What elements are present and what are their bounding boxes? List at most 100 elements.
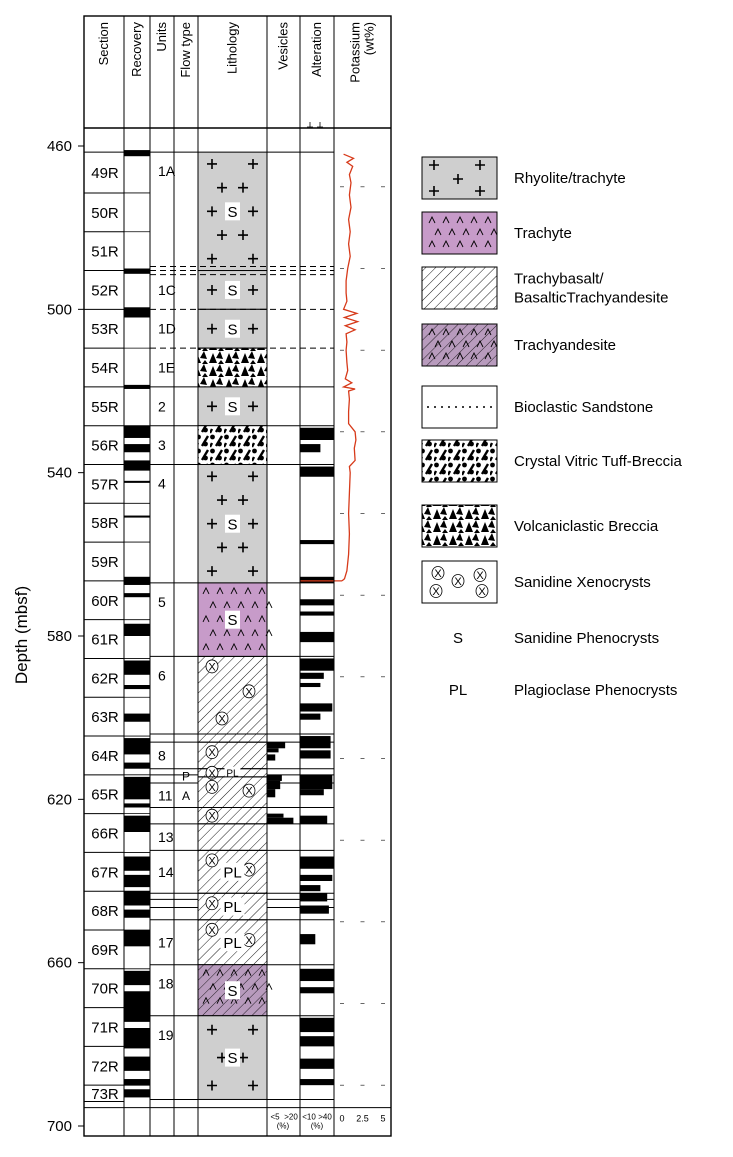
phenocryst-marker-box [225,319,240,338]
legend-caret-mark [476,339,484,348]
section-label: 50R [91,205,119,222]
trachyte-caret-mark [251,982,259,990]
vesicle-bar [267,774,282,781]
trachyte-caret-mark [202,996,210,1004]
recovery-column [124,150,150,1098]
column-header-flow: Flow type [178,22,193,78]
rhyolite-cross-mark [207,518,217,529]
alteration-bar [300,736,331,749]
legend-dot-mark [469,406,471,408]
xenocryst-mark: X [242,684,256,698]
legend-xenocryst-mark: X [431,566,445,580]
recovery-bar [124,425,150,438]
alteration-bar [300,631,334,643]
vesicles-scale-unit: (%) [277,1122,290,1131]
section-label: 61R [91,632,119,649]
vesicles-scale-max: >20 [284,1113,298,1122]
svg-text:X: X [454,576,462,588]
unit-label: 17 [158,934,174,950]
unit-label: 1E [158,360,175,376]
log-frame [83,15,392,1137]
alteration-bar [300,750,331,759]
potassium-curve [341,153,360,582]
alteration-bar [300,1036,334,1047]
lithology-fill [197,425,268,466]
trachyte-caret-mark [237,600,245,609]
legend-caret-mark [470,239,478,248]
legend-caret-mark [462,227,470,236]
recovery-bar [124,480,150,483]
phenocryst-marker: PL [223,935,241,952]
vesicle-bar [267,748,279,753]
rhyolite-cross-mark [248,518,258,529]
phenocryst-marker: S [227,516,237,533]
lithology-interval-trachyte: S [197,582,273,657]
legend-dot-mark [448,406,450,408]
svg-text:X: X [208,925,216,937]
potassium-scale-tick: 2.5 [356,1114,369,1124]
unit-label: 5 [158,594,166,610]
alteration-scale-max: >40 [318,1113,332,1122]
alteration-bar [300,599,334,606]
trachyte-caret-mark [251,628,259,637]
svg-text:X: X [434,568,442,580]
legend-cross-mark [429,186,439,196]
depth-tick-label: 700 [47,1118,72,1135]
recovery-bar [124,384,150,389]
section-label: 67R [91,864,119,881]
trachyte-caret-mark [223,628,231,637]
svg-text:X: X [478,586,486,598]
rhyolite-cross-mark [248,253,258,264]
legend-dot-mark [427,406,429,408]
alteration-bar [300,1058,334,1069]
trachyte-caret-mark [209,600,217,609]
recovery-bar [124,856,150,871]
legend-xenocryst-mark: X [473,568,487,582]
section-label: 51R [91,244,119,261]
legend-swatch-box [421,266,498,310]
alteration-scale-unit: (%) [311,1122,324,1131]
unit-label: 18 [158,976,174,992]
legend-swatch-box [421,385,498,429]
rhyolite-cross-mark [217,182,227,193]
recovery-bar [124,150,150,157]
legend-caret-mark [428,215,436,224]
unit-label: 13 [158,829,174,845]
legend-dot-mark [490,406,492,408]
legend-caret-mark [456,351,464,360]
alteration-bar [300,540,334,545]
phenocryst-marker-box [220,897,245,916]
column-header-potassium: Potassium(wt%) [348,22,377,83]
rhyolite-cross-mark [207,284,217,295]
vesicles-scale-min: <5 [270,1113,280,1122]
unit-label: 1A [158,163,176,179]
legend-cross-mark [475,160,485,170]
legend-item-rhyolite: Rhyolite/trachyte [421,156,626,200]
trachyte-caret-mark [202,586,210,595]
trachyte-caret-mark [237,628,245,637]
phenocryst-marker-box [225,280,240,299]
alteration-bar [300,789,324,796]
lithology-interval-rhyolite: S [197,308,268,349]
legend-swatch [421,439,498,483]
rhyolite-cross-mark [238,230,248,241]
alteration-bar [300,611,334,616]
alteration-bar [300,1017,334,1033]
section-label: 64R [91,748,119,765]
alteration-bar [300,466,334,477]
rhyolite-cross-mark [207,401,217,412]
legend-label: Bioclastic Sandstone [514,399,653,416]
phenocryst-marker: S [227,399,237,416]
recovery-bar [124,930,150,947]
svg-text:X: X [245,865,253,877]
alteration-bar [300,774,333,790]
rhyolite-cross-mark [207,323,217,334]
legend-dot-mark [462,406,464,408]
legend-symbol: S [453,630,463,647]
column-header-line: Lithology [225,22,240,75]
flow-type-label: P [182,769,190,783]
